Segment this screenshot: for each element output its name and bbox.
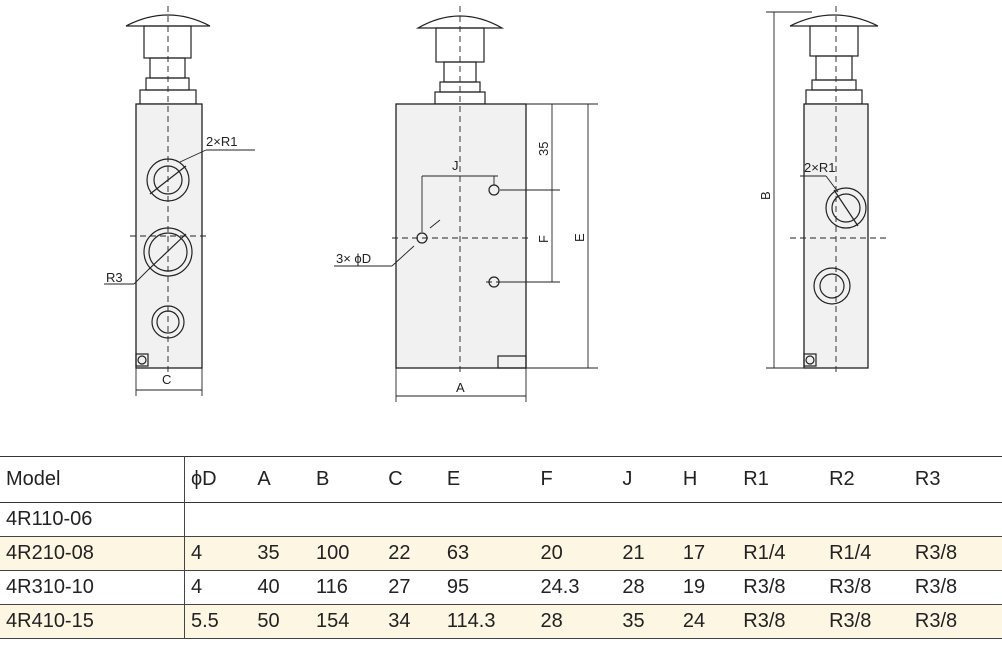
left-r3-label: R3	[106, 270, 123, 285]
table-cell: R3/8	[914, 542, 958, 564]
table-cell: R1/4	[743, 542, 786, 564]
technical-drawing: 2×R1 R3 C 35 J F	[104, 6, 886, 402]
table-header-cell: C	[388, 468, 403, 490]
table-header-cell: B	[315, 468, 330, 490]
table-cell: 95	[446, 576, 470, 598]
table-cell: 24.3	[540, 576, 580, 598]
table-header-cell: F	[540, 468, 553, 490]
table-cell	[535, 503, 617, 537]
table-cell: 27	[388, 576, 411, 598]
table-cell: 28	[622, 576, 645, 598]
table-cell: R3/8	[914, 610, 958, 632]
table-header-cell: R3	[914, 468, 941, 490]
table-cell: R3/8	[743, 610, 786, 632]
table-cell: 116	[315, 576, 348, 598]
table-cell: 5.5	[190, 610, 219, 632]
mid-35-label: 35	[536, 142, 551, 156]
model-cell: 4R210-08	[0, 536, 185, 571]
table-cell: 17	[682, 542, 706, 564]
table-cell: 4	[190, 542, 203, 564]
table-cell	[382, 503, 441, 537]
mid-f-label: F	[536, 235, 551, 243]
table-cell	[616, 503, 676, 537]
table-cell	[677, 503, 737, 537]
mid-j-label: J	[452, 158, 459, 173]
middle-front-view: 35 J F E A 3× ϕD	[334, 6, 598, 402]
table-cell: 154	[315, 610, 350, 632]
table-cell: 35	[622, 610, 645, 632]
table-cell: R3/8	[829, 610, 872, 632]
table-cell: 40	[257, 576, 280, 598]
table-cell: R3/8	[829, 576, 872, 598]
table-cell: 4	[190, 576, 203, 598]
model-cell: 4R310-10	[0, 570, 185, 605]
table-cell: R3/8	[743, 576, 786, 598]
table-cell	[823, 503, 909, 537]
table-cell: 114.3	[446, 610, 496, 632]
model-cell: 4R410-15	[0, 604, 185, 639]
table-cell: 35	[257, 542, 280, 564]
table-cell	[441, 503, 535, 537]
table-cell: R3/8	[914, 576, 958, 598]
table-cell	[737, 503, 823, 537]
left-c-label: C	[162, 372, 171, 387]
table-header-cell: ϕD	[190, 468, 217, 490]
table-cell: 21	[622, 542, 645, 564]
left-holes-label: 2×R1	[206, 134, 237, 149]
right-side-view: B 2×R1	[758, 6, 886, 372]
table-row: 4R110-06	[0, 502, 1002, 537]
table-header-model: Model	[0, 456, 185, 503]
model-cell: 4R110-06	[0, 502, 185, 537]
table-cell	[310, 503, 382, 537]
table-header-cell: H	[682, 468, 698, 490]
table-cell	[251, 503, 310, 537]
table-cell: 34	[388, 610, 411, 632]
table-cell	[909, 503, 1002, 537]
table-cell: 22	[388, 542, 411, 564]
left-side-view: 2×R1 R3 C	[104, 6, 255, 396]
table-cell: 50	[257, 610, 280, 632]
table-cell	[184, 503, 251, 537]
mid-e-label: E	[572, 233, 587, 242]
table-header-cell: R1	[743, 468, 769, 490]
table-cell: 19	[682, 576, 706, 598]
table-header-cell: J	[622, 468, 633, 490]
table-cell: 24	[682, 610, 706, 632]
mid-d-label: 3× ϕD	[336, 251, 371, 266]
table-cell: 28	[540, 610, 563, 632]
table-cell: R1/4	[829, 542, 872, 564]
table-header-cell: R2	[829, 468, 855, 490]
right-b-label: B	[758, 191, 773, 200]
right-holes-label: 2×R1	[804, 160, 835, 175]
table-cell: 100	[315, 542, 350, 564]
table-header-cell: E	[446, 468, 461, 490]
table-header-cell: A	[257, 468, 271, 490]
mid-a-label: A	[456, 380, 465, 395]
table-cell: 20	[540, 542, 563, 564]
table-cell: 63	[446, 542, 470, 564]
